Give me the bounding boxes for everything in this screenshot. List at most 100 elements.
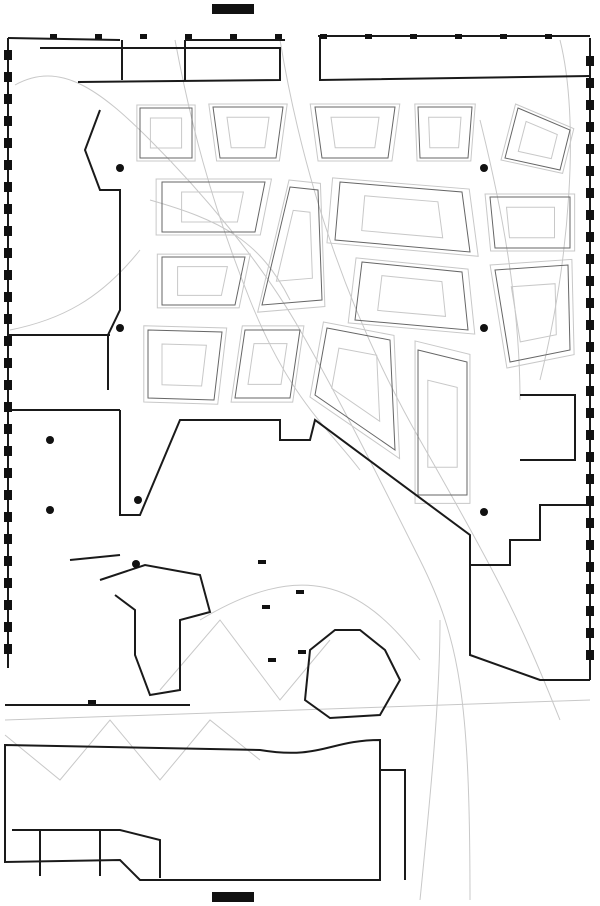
facade-pier	[4, 138, 12, 148]
column	[132, 560, 140, 568]
planter-island	[504, 107, 571, 171]
facade-pier	[586, 386, 594, 396]
facade-pier	[586, 100, 594, 110]
wall	[470, 504, 590, 566]
facade-pier	[4, 622, 12, 632]
facade-pier	[586, 254, 594, 264]
facade-pier	[320, 34, 327, 39]
planter-inner	[505, 206, 555, 239]
planter-island	[139, 107, 193, 159]
landscape-path	[539, 39, 571, 381]
planter-outline	[155, 178, 273, 236]
bollard	[262, 605, 270, 609]
facade-pier	[586, 188, 594, 198]
facade-pier	[586, 78, 594, 88]
planter-island	[417, 349, 468, 496]
landscape-path	[419, 619, 441, 901]
facade-pier	[410, 34, 417, 39]
facade-pier	[586, 584, 594, 594]
north-marker	[212, 4, 254, 14]
facade-pier	[586, 122, 594, 132]
facade-pier	[4, 424, 12, 434]
facade-pier	[4, 358, 12, 368]
columns	[4, 4, 594, 902]
planter-island	[261, 186, 323, 306]
facade-pier	[95, 34, 102, 39]
bollard	[298, 650, 306, 654]
planter-outline	[309, 321, 401, 460]
planter-outline	[143, 325, 228, 405]
planter-outline	[347, 257, 476, 335]
facade-pier	[4, 468, 12, 478]
planter-inner	[330, 116, 380, 149]
planter-outline	[326, 177, 479, 257]
facade-pier	[230, 34, 237, 39]
facade-pier	[4, 534, 12, 544]
facade-pier	[4, 512, 12, 522]
planter-island	[161, 181, 266, 233]
facade-pier	[4, 292, 12, 302]
planter-island	[161, 256, 246, 306]
planter-island	[417, 106, 473, 159]
facade-pier	[586, 364, 594, 374]
planter-outline	[489, 258, 575, 369]
facade-pier	[586, 496, 594, 506]
bollard	[88, 700, 96, 704]
facade-pier	[586, 320, 594, 330]
facade-pier	[586, 628, 594, 638]
planter-outline	[500, 103, 575, 175]
facade-pier	[586, 56, 594, 66]
facade-pier	[4, 600, 12, 610]
wall	[99, 563, 212, 697]
facade-pier	[4, 160, 12, 170]
wall	[8, 334, 120, 411]
planter-island	[489, 196, 571, 249]
planter-inner	[510, 283, 557, 343]
landscape-path	[159, 619, 331, 701]
planter-island	[314, 327, 396, 451]
landscape-path	[479, 119, 521, 401]
planter-island	[212, 106, 284, 159]
planter-inner	[181, 191, 245, 223]
facade-pier	[4, 204, 12, 214]
facade-pier	[4, 248, 12, 258]
column	[480, 324, 488, 332]
planter-outline	[257, 179, 326, 313]
facade-pier	[586, 474, 594, 484]
planter-inner	[177, 266, 229, 296]
wall	[4, 738, 381, 881]
landscape-path	[4, 699, 591, 721]
facade-pier	[586, 562, 594, 572]
facade-pier	[4, 94, 12, 104]
planter-outline	[208, 103, 288, 162]
planter-inner	[517, 120, 558, 160]
planter-inner	[428, 116, 462, 149]
planter-outline	[309, 103, 401, 162]
wall	[520, 394, 576, 461]
landscape-path	[149, 199, 291, 301]
planter-outline	[136, 104, 196, 162]
landscape-path	[9, 249, 141, 331]
planter-inner	[275, 209, 313, 282]
facade-pier	[586, 298, 594, 308]
planter-inner	[377, 275, 447, 317]
planter-inner	[149, 117, 183, 149]
facade-pier	[4, 380, 12, 390]
planter-inner	[161, 343, 207, 387]
planter-island	[334, 181, 471, 253]
bollard	[268, 658, 276, 662]
landscape-path	[4, 719, 261, 781]
facade-pier	[365, 34, 372, 39]
facade-pier	[4, 226, 12, 236]
facade-pier	[4, 116, 12, 126]
facade-pier	[586, 408, 594, 418]
south-marker	[212, 892, 254, 902]
planter-outline	[230, 325, 305, 403]
facade-pier	[4, 578, 12, 588]
planter-outline	[414, 103, 476, 162]
facade-pier	[586, 650, 594, 660]
facade-pier	[586, 540, 594, 550]
planter-inner	[331, 347, 381, 423]
facade-pier	[4, 314, 12, 324]
